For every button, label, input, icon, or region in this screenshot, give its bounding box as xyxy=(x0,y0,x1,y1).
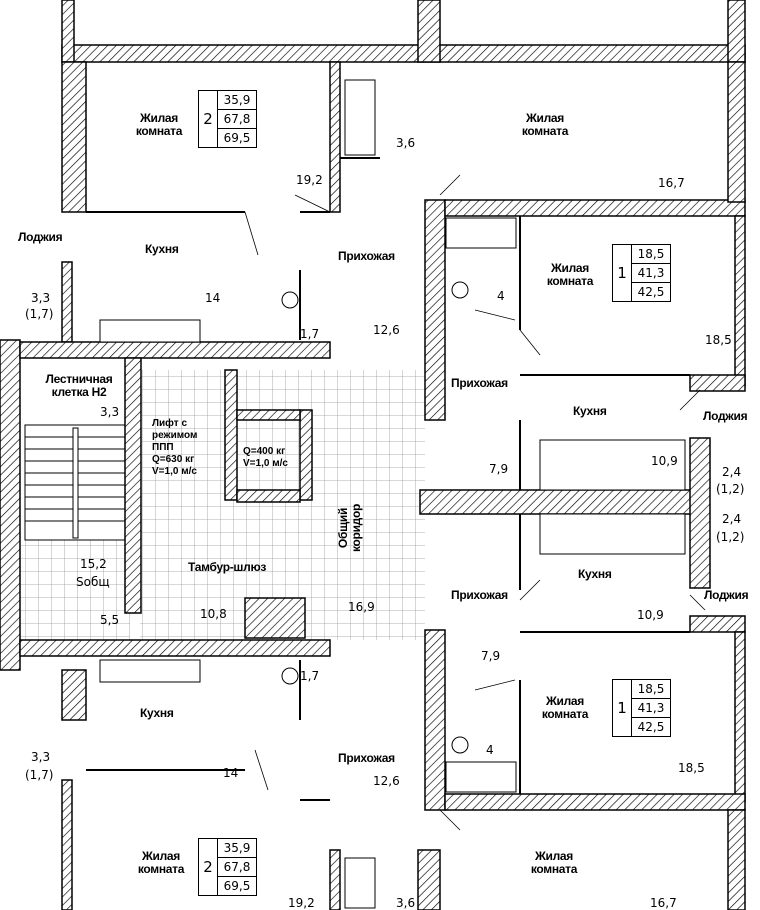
room-label-loggia: Лоджия xyxy=(18,230,63,244)
partitions xyxy=(86,157,690,801)
room-label-kitchen: Кухня xyxy=(578,567,612,581)
area-label: 7,9 xyxy=(481,649,501,663)
room-count: 1 xyxy=(613,680,632,736)
area-label: (1,2) xyxy=(716,530,745,544)
area-label: 16,7 xyxy=(650,896,677,910)
total-with-loggia: 69,5 xyxy=(223,131,251,145)
room-label-hallway: Прихожая xyxy=(338,249,395,263)
area-label: 4 xyxy=(486,743,494,757)
room-label-stairwell: Лестничная клетка Н2 xyxy=(45,372,113,399)
area-label: 3,3 xyxy=(100,405,120,419)
living-area: 35,9 xyxy=(218,91,256,110)
area-label: 3,3 xyxy=(31,750,51,764)
room-label-vestibule: Тамбур-шлюз xyxy=(188,560,267,574)
room-count: 1 xyxy=(613,245,632,301)
area-label: 18,5 xyxy=(678,761,705,775)
area-label: 19,2 xyxy=(296,173,323,187)
room-label-living-5: Жилая комната xyxy=(137,849,185,876)
area-label: Sобщ xyxy=(76,575,110,589)
room-label-living-1: Жилая комната xyxy=(135,111,183,138)
total-with-loggia: 42,5 xyxy=(637,285,665,299)
area-label: 18,5 xyxy=(705,333,732,347)
room-label-living-3: Жилая комната xyxy=(546,261,594,288)
room-label-kitchen: Кухня xyxy=(573,404,607,418)
area-label: (1,2) xyxy=(716,482,745,496)
room-count: 2 xyxy=(199,91,218,147)
room-count: 2 xyxy=(199,839,218,895)
room-label-living-6: Жилая комната xyxy=(530,849,578,876)
area-label: 14 xyxy=(223,766,239,780)
area-label: 10,8 xyxy=(200,607,227,621)
room-label-common-corridor: Общий коридор xyxy=(336,503,363,553)
area-label: 10,9 xyxy=(637,608,664,622)
total-with-loggia: 42,5 xyxy=(637,720,665,734)
total-area: 41,3 xyxy=(632,699,670,718)
room-label-living-2: Жилая комната xyxy=(521,111,569,138)
area-label: (1,7) xyxy=(25,307,54,321)
room-label-loggia: Лоджия xyxy=(704,588,749,602)
total-area: 67,8 xyxy=(218,110,256,129)
area-label: 12,6 xyxy=(373,323,400,337)
fixtures xyxy=(99,79,686,909)
area-label: 12,6 xyxy=(373,774,400,788)
area-label: 4 xyxy=(497,289,505,303)
door-swings xyxy=(244,174,706,831)
area-label: 3,6 xyxy=(396,896,416,910)
area-label: 10,9 xyxy=(651,454,678,468)
area-label: 3,3 xyxy=(31,291,51,305)
room-label-kitchen: Кухня xyxy=(145,242,179,256)
living-area: 18,5 xyxy=(632,680,670,699)
total-with-loggia: 69,5 xyxy=(223,879,251,893)
stairs xyxy=(24,424,126,541)
total-area: 67,8 xyxy=(218,858,256,877)
area-label: 3,6 xyxy=(396,136,416,150)
area-label: 19,2 xyxy=(288,896,315,910)
area-label: 7,9 xyxy=(489,462,509,476)
living-area: 35,9 xyxy=(218,839,256,858)
area-label: 16,9 xyxy=(348,600,375,614)
room-label-loggia: Лоджия xyxy=(703,409,748,423)
room-label-hallway: Прихожая xyxy=(338,751,395,765)
total-area: 41,3 xyxy=(632,264,670,283)
room-label-living-4: Жилая комната xyxy=(541,694,589,721)
room-label-kitchen: Кухня xyxy=(140,706,174,720)
area-label: 15,2 xyxy=(80,557,107,571)
area-label: 1,7 xyxy=(300,327,320,341)
area-label: (1,7) xyxy=(25,768,54,782)
area-label: 5,5 xyxy=(100,613,120,627)
room-label-hallway: Прихожая xyxy=(451,376,508,390)
living-area: 18,5 xyxy=(632,245,670,264)
area-label: 2,4 xyxy=(722,512,742,526)
room-label-hallway: Прихожая xyxy=(451,588,508,602)
area-label: 2,4 xyxy=(722,465,742,479)
area-label: 1,7 xyxy=(300,669,320,683)
area-label: 16,7 xyxy=(658,176,685,190)
area-label: 14 xyxy=(205,291,221,305)
